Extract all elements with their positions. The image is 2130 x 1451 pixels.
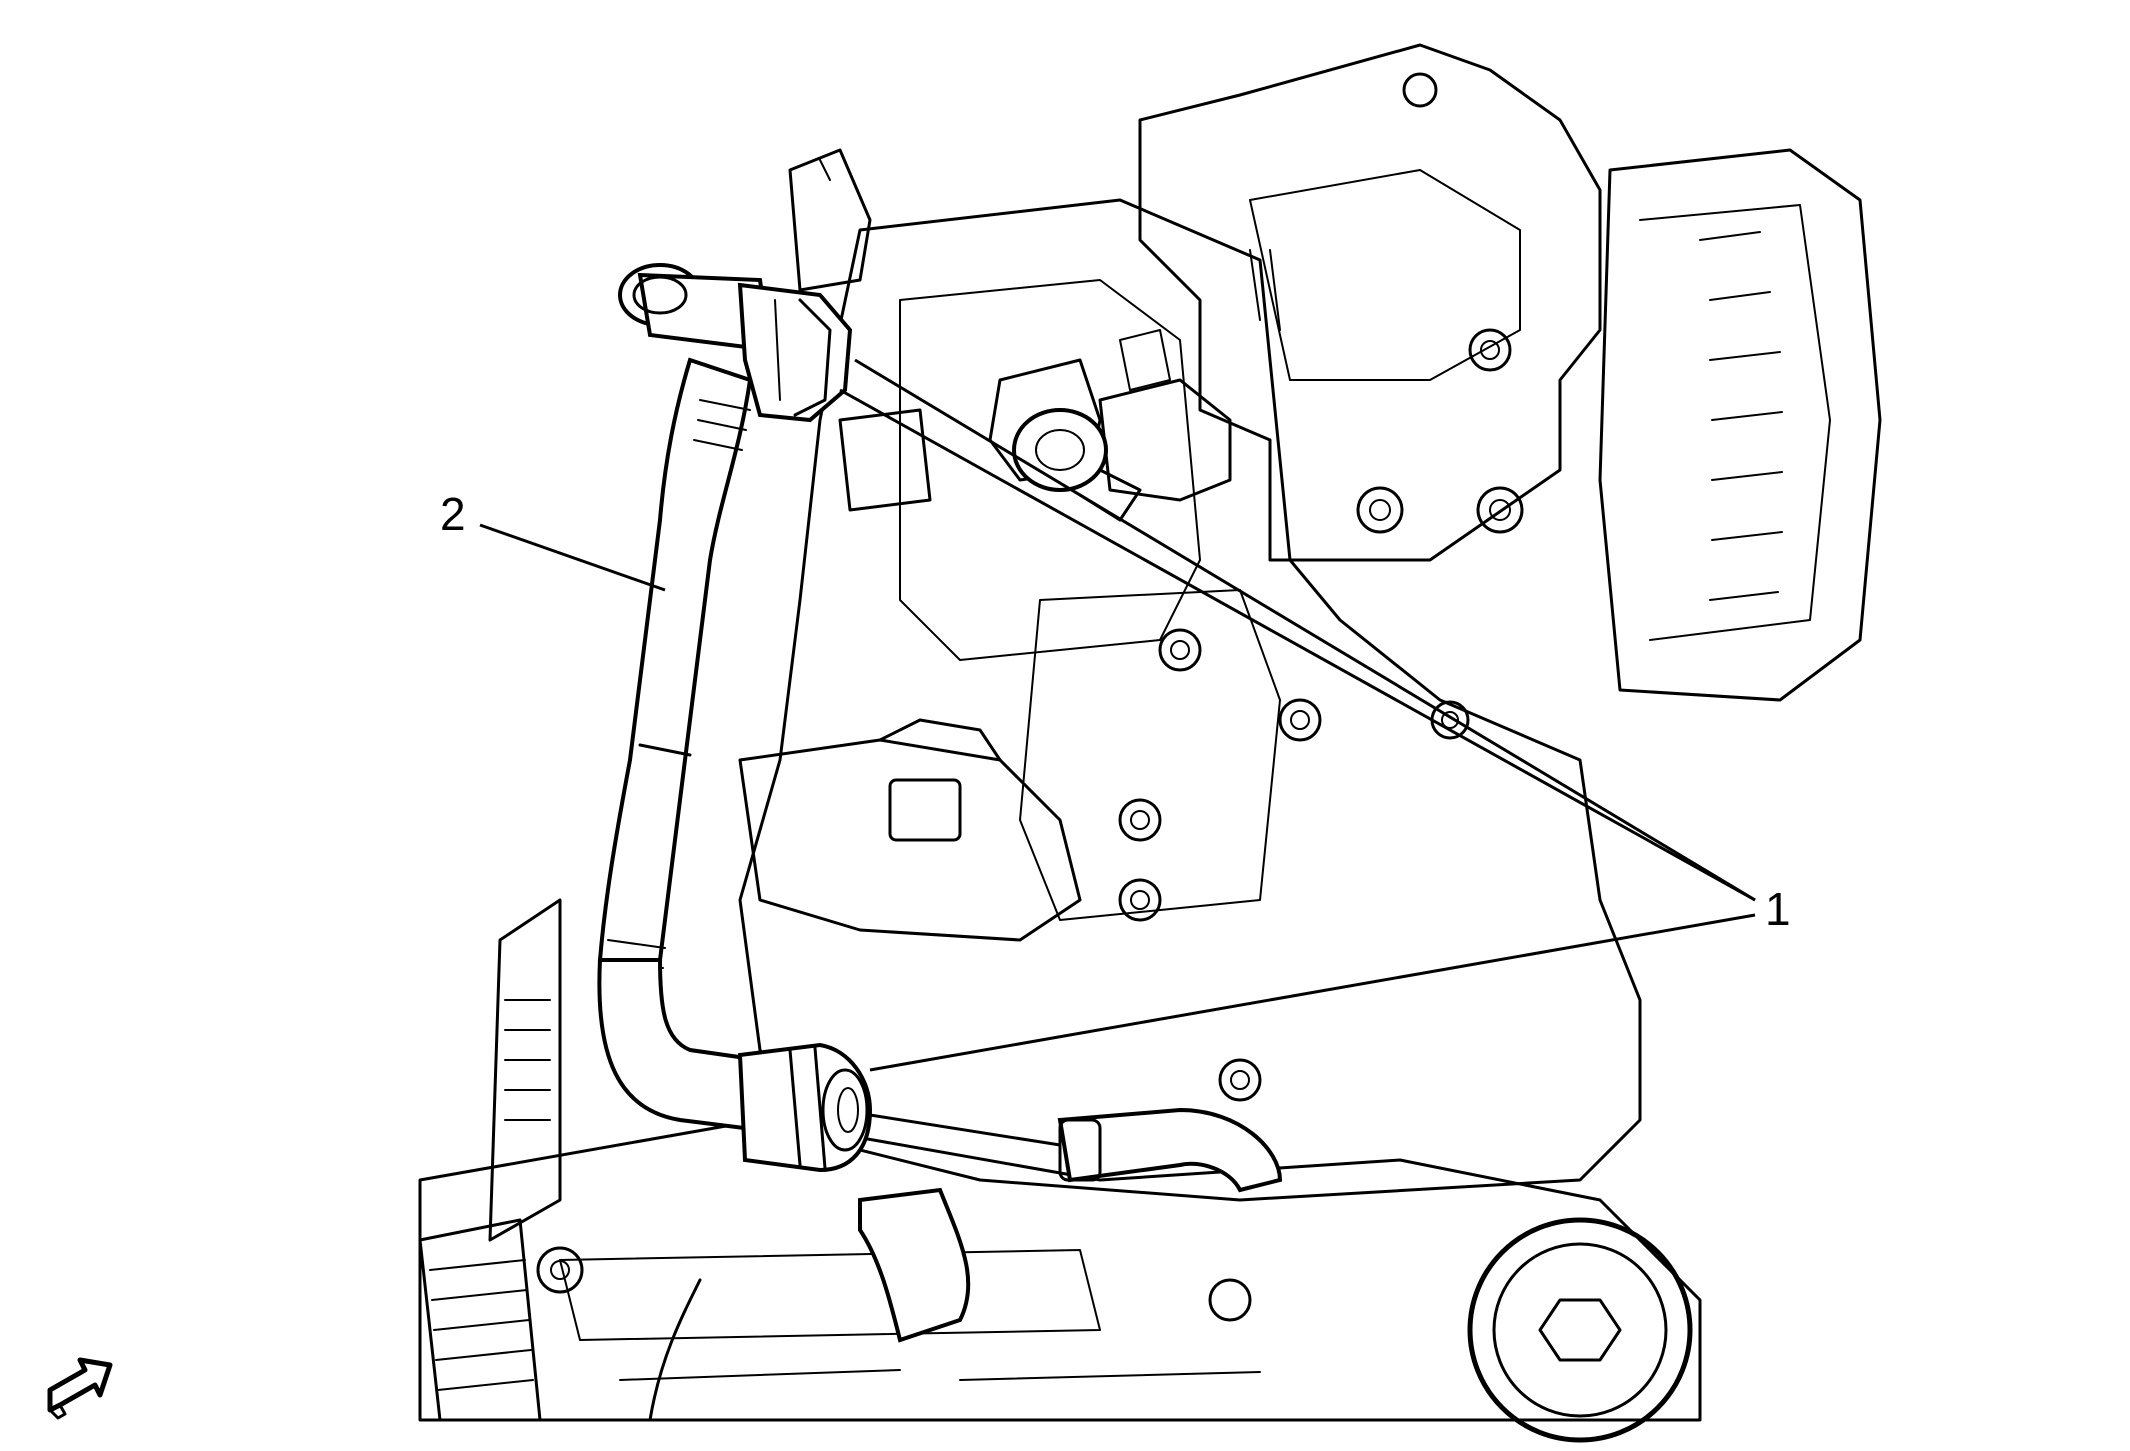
view-direction-arrow-icon xyxy=(47,1357,113,1420)
callout-labels: 2 1 xyxy=(440,488,1791,935)
pcv-hose-assembly xyxy=(597,263,873,1173)
callout-label-2: 2 xyxy=(440,488,466,540)
callout-label-1: 1 xyxy=(1765,883,1791,935)
engine-block-drawing xyxy=(418,43,1882,1443)
leader-lines xyxy=(479,358,1756,1147)
